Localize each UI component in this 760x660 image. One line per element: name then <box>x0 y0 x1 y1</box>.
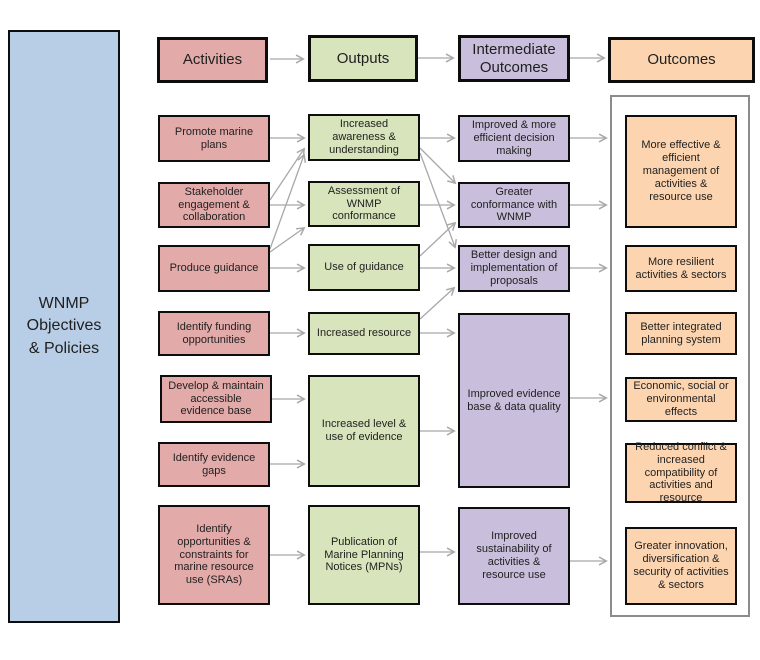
flow-node-identify-sras: Identify opportunities & constraints for… <box>158 505 270 605</box>
flow-node-use-of-guidance: Use of guidance <box>308 244 420 291</box>
flow-arrow-use-of-guidance-to-greater-conformance <box>419 221 457 257</box>
flow-arrow-stakeholder-engagement-to-increased-awareness <box>269 147 306 201</box>
flow-node-promote-marine-plans: Promote marine plans <box>158 115 270 162</box>
flow-arrow-increased-awareness-to-greater-conformance <box>419 147 457 185</box>
flow-node-reduced-conflict: Reduced conflict & increased compatibili… <box>625 441 737 504</box>
flow-node-greater-conformance: Greater conformance with WNMP <box>458 182 570 228</box>
flow-node-better-integrated-planning: Better integrated planning system <box>625 312 737 355</box>
column-header-outcomes: Outcomes <box>608 37 755 83</box>
flow-arrow-produce-guidance-to-increased-awareness <box>269 153 307 250</box>
flow-node-more-effective-management: More effective & efficient management of… <box>625 115 737 228</box>
side-panel-wnmp-objectives-policies: WNMP Objectives & Policies <box>8 30 120 623</box>
flow-node-greater-innovation: Greater innovation, diversification & se… <box>625 527 737 605</box>
column-header-activities: Activities <box>157 37 268 83</box>
flow-node-increased-resource: Increased resource <box>308 312 420 355</box>
flow-arrow-produce-guidance-to-assessment-conformance <box>269 226 306 253</box>
flow-node-improved-evidence-quality: Improved evidence base & data quality <box>458 313 570 488</box>
outcomes-group-frame <box>610 95 750 617</box>
column-header-outputs: Outputs <box>308 35 418 82</box>
flow-node-publication-mpns: Publication of Marine Planning Notices (… <box>308 505 420 605</box>
flow-node-more-resilient: More resilient activities & sectors <box>625 245 737 292</box>
flow-node-develop-evidence-base: Develop & maintain accessible evidence b… <box>160 375 272 423</box>
flow-node-identify-funding: Identify funding opportunities <box>158 311 270 356</box>
flow-node-improved-decision-making: Improved & more efficient decision makin… <box>458 115 570 162</box>
column-header-intermediate-outcomes: Intermediate Outcomes <box>458 35 570 82</box>
flow-node-better-design: Better design and implementation of prop… <box>458 245 570 292</box>
flow-node-economic-social-environmental: Economic, social or environmental effect… <box>625 377 737 422</box>
flow-node-increased-awareness: Increased awareness & understanding <box>308 114 420 161</box>
flow-arrow-increased-awareness-to-better-design <box>419 152 457 249</box>
flow-node-assessment-conformance: Assessment of WNMP conformance <box>308 181 420 227</box>
flow-node-increased-evidence-use: Increased level & use of evidence <box>308 375 420 487</box>
flow-node-produce-guidance: Produce guidance <box>158 245 270 292</box>
flow-node-stakeholder-engagement: Stakeholder engagement & collaboration <box>158 182 270 228</box>
flow-node-identify-evidence-gaps: Identify evidence gaps <box>158 442 270 487</box>
flow-arrow-increased-resource-to-better-design <box>419 286 456 320</box>
flow-node-improved-sustainability: Improved sustainability of activities & … <box>458 507 570 605</box>
